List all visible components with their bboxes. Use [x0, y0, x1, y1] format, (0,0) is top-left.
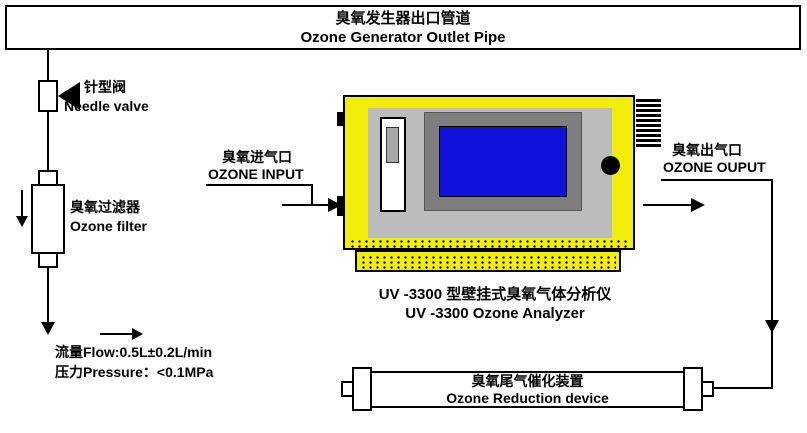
mount-tab: [337, 112, 344, 126]
generator-outlet-pipe: 臭氧发生器出口管道 Ozone Generator Outlet Pipe: [5, 5, 801, 50]
ozone-input-label-en: OZONE INPUT: [208, 166, 304, 182]
pipe-line-segment: [643, 204, 693, 206]
ozone-filter-bottom-cap: [38, 252, 58, 268]
pipe-line-segment: [311, 184, 313, 206]
output-arrowhead-icon: [691, 198, 705, 212]
analyzer-caption: UV -3300 型壁挂式臭氧气体分析仪 UV -3300 Ozone Anal…: [345, 285, 645, 323]
ozone-output-label-en: OZONE OUPUT: [663, 159, 766, 175]
reduction-device-label-zh: 臭氧尾气催化装置: [471, 372, 584, 389]
display-screen: [439, 126, 567, 197]
ozone-input-label-zh: 臭氧进气口: [222, 149, 292, 165]
needle-valve-label-en: Needle valve: [64, 98, 149, 114]
analyzer-caption-zh: UV -3300 型壁挂式臭氧气体分析仪: [378, 286, 612, 303]
flow-spec-text: 流量Flow:0.5L±0.2L/min: [55, 344, 213, 360]
analyzer-caption-en: UV -3300 Ozone Analyzer: [405, 305, 585, 322]
ozone-filter-body: [31, 184, 65, 254]
mount-tab: [337, 196, 344, 216]
generator-outlet-pipe-label-zh: 臭氧发生器出口管道: [335, 9, 471, 27]
needle-valve-handle-icon: [58, 82, 80, 110]
power-button[interactable]: [601, 156, 620, 175]
flow-meter-float: [386, 127, 399, 163]
reduction-device-body: 臭氧尾气催化装置 Ozone Reduction device: [370, 371, 685, 408]
vent-holes: [360, 255, 616, 269]
pipe-line-segment: [282, 204, 330, 206]
flow-down-arrow-icon: [21, 190, 23, 218]
vent-holes: [349, 239, 629, 249]
needle-valve-label-zh: 针型阀: [84, 79, 126, 95]
pipe-line-segment: [661, 179, 773, 181]
analyzer-bottom-strip: [355, 250, 621, 272]
pipe-line-segment: [771, 179, 773, 389]
reduction-device-label-en: Ozone Reduction device: [446, 389, 609, 406]
flow-right-arrow-icon: [100, 333, 134, 335]
ozone-filter-label-zh: 臭氧过滤器: [70, 199, 140, 215]
ozone-filter-label-en: Ozone filter: [70, 218, 148, 234]
pipe-line-segment: [47, 268, 49, 324]
pipe-line-segment: [47, 50, 49, 80]
pipe-line-segment: [713, 387, 773, 389]
flow-right-arrowhead-icon: [132, 328, 143, 340]
flow-down-arrowhead-icon: [41, 322, 55, 335]
pipe-line-segment: [47, 112, 49, 170]
pipe-line-segment: [206, 184, 313, 186]
flow-down-arrowhead-icon: [16, 216, 28, 227]
generator-outlet-pipe-label-en: Ozone Generator Outlet Pipe: [300, 28, 506, 46]
reduction-device-right-cap: [683, 367, 703, 411]
flow-down-arrowhead-icon: [765, 320, 779, 333]
ozone-output-label-zh: 臭氧出气口: [672, 142, 742, 158]
pressure-spec-text: 压力Pressure：<0.1MPa: [55, 364, 214, 380]
needle-valve-symbol: [38, 80, 58, 112]
heatsink-icon: [636, 99, 661, 147]
reduction-device-left-cap: [352, 367, 372, 411]
